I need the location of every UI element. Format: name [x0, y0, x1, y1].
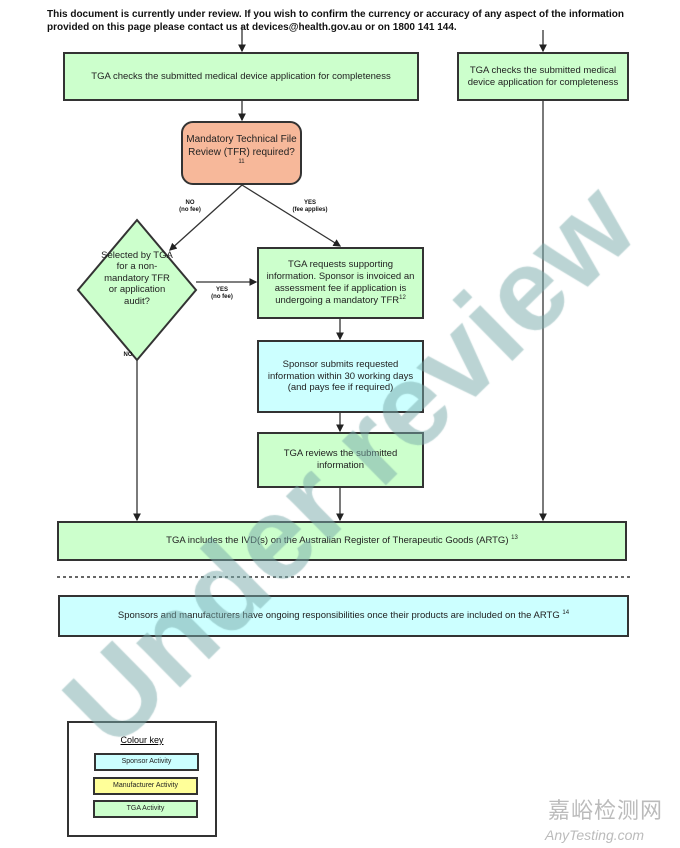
selected-question: Selected by TGA for a non-mandatory TFR …: [101, 250, 173, 307]
anytesting-logo-en: AnyTesting.com: [545, 827, 645, 843]
artg-text: TGA includes the IVD(s) on the Australia…: [166, 535, 509, 547]
anytesting-logo-cn: 嘉峪检测网: [548, 798, 664, 823]
requests-info-box: TGA requests supporting information. Spo…: [257, 247, 424, 319]
key-manufacturer-activity: Manufacturer Activity: [93, 777, 198, 795]
arrow-tfr-yes: [241, 184, 342, 247]
edge-label-yes-no-fee: YES(no fee): [211, 287, 233, 301]
colour-key-title: Colour key: [120, 735, 164, 745]
ongoing-responsibilities-box: Sponsors and manufacturers have ongoing …: [58, 595, 629, 637]
arrow-tfr-no: [169, 184, 243, 251]
edge-label-no: NO: [123, 352, 133, 358]
requests-text: TGA requests supporting information. Spo…: [266, 259, 415, 306]
tfr-question: Mandatory Technical File Review (TFR) re…: [186, 134, 297, 158]
check-completeness-box: TGA checks the submitted medical device …: [63, 52, 419, 101]
footnote-ref: 13: [511, 534, 518, 541]
footnote-ref: 12: [399, 294, 406, 301]
colour-key: Colour key Sponsor Activity Manufacturer…: [67, 721, 217, 837]
key-tga-activity: TGA Activity: [93, 800, 198, 818]
edge-label-no-fee: NO(no fee): [179, 200, 201, 214]
sponsor-submits-box: Sponsor submits requested information wi…: [257, 340, 424, 413]
ongoing-text: Sponsors and manufacturers have ongoing …: [117, 610, 560, 622]
tfr-decision-box: Mandatory Technical File Review (TFR) re…: [181, 121, 302, 185]
footnote-ref: 11: [238, 159, 245, 166]
tga-reviews-box: TGA reviews the submitted information: [257, 432, 424, 488]
artg-inclusion-box: TGA includes the IVD(s) on the Australia…: [57, 521, 627, 561]
key-sponsor-activity: Sponsor Activity: [94, 753, 199, 771]
edge-label-fee-applies: YES(fee applies): [292, 200, 328, 214]
check-completeness-box-right: TGA checks the submitted medical device …: [457, 52, 629, 101]
footnote-ref: 14: [562, 609, 570, 616]
